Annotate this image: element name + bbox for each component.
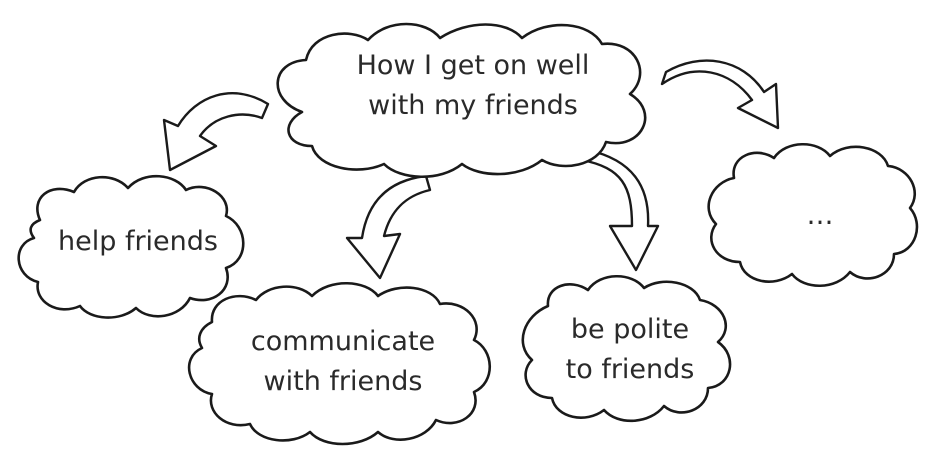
node-be-polite-label: be polite to friends [540, 310, 720, 390]
cloud-more [707, 143, 919, 287]
title-node-label: How I get on well with my friends [300, 46, 646, 126]
node-communicate-label: communicate with friends [222, 322, 464, 402]
title-line-2: with my friends [368, 90, 578, 121]
arrow-to-communicate [345, 174, 432, 280]
be-polite-line-1: be polite [570, 314, 690, 345]
cloud-help-friends [17, 174, 245, 319]
communicate-line-1: communicate [250, 326, 436, 357]
title-line-1: How I get on well [356, 50, 590, 81]
cloud-be-polite [521, 275, 732, 423]
be-polite-line-2: to friends [565, 354, 695, 385]
cloud-communicate [187, 281, 491, 446]
node-more-label: … [760, 196, 880, 236]
more-line-1: … [806, 200, 834, 231]
node-help-friends-label: help friends [38, 222, 238, 262]
help-friends-line-1: help friends [58, 226, 218, 257]
communicate-line-2: with friends [263, 366, 423, 397]
arrow-to-help-friends [162, 92, 270, 172]
cloud-title [276, 22, 647, 179]
arrow-to-be-polite [580, 148, 660, 272]
arrow-to-more [660, 59, 780, 130]
